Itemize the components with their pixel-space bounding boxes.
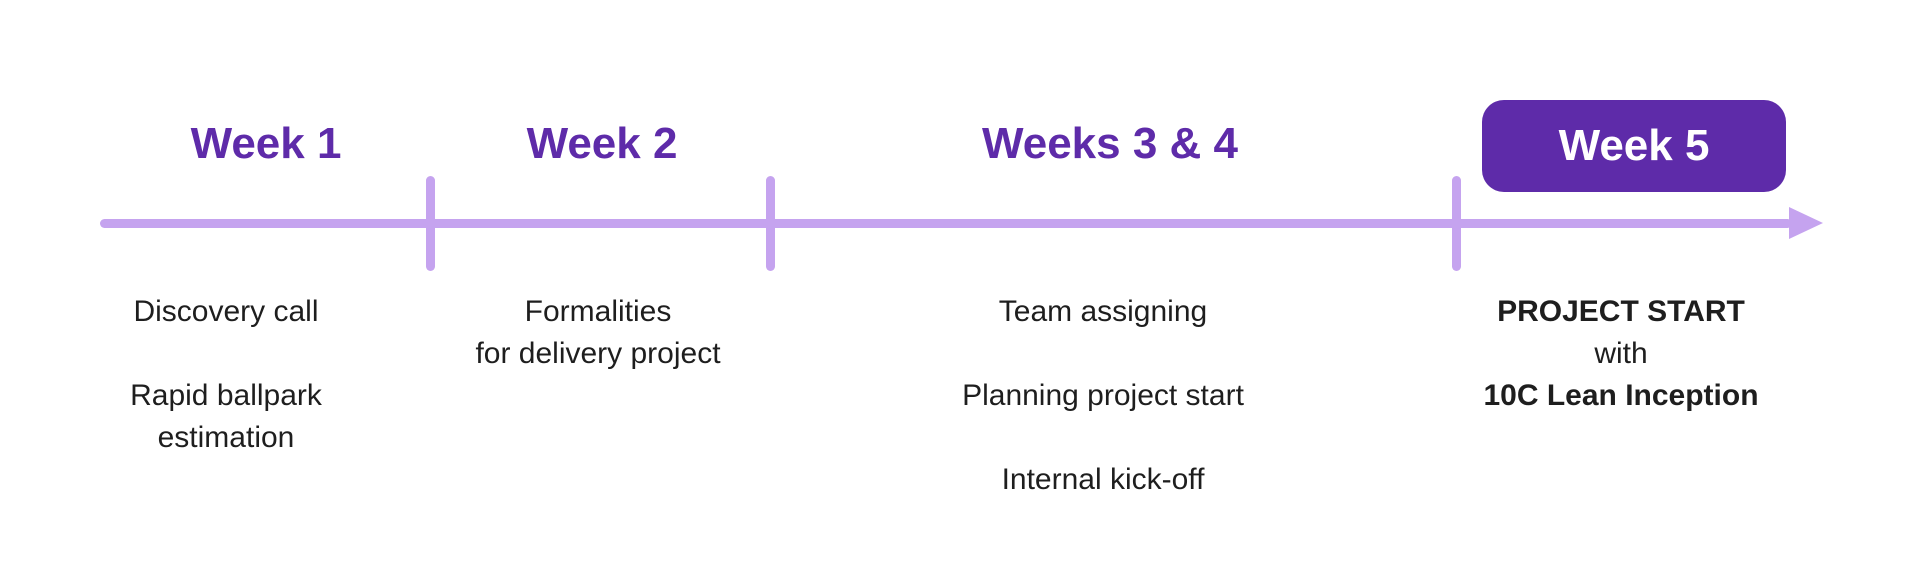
note-line: Internal kick-off — [1001, 463, 1205, 496]
note-line: PROJECT START — [1497, 295, 1745, 328]
note-formalities: Formalities for delivery project — [418, 291, 778, 375]
note-line: Formalities — [524, 295, 672, 328]
timeline-axis — [100, 219, 1792, 228]
note-discovery-call: Discovery call — [56, 291, 396, 333]
weeks-3-4-notes: Team assigning Planning project start In… — [873, 291, 1333, 501]
week-5-badge: Week 5 — [1482, 100, 1786, 192]
arrow-right-icon — [1789, 207, 1823, 239]
note-planning-project-start: Planning project start — [873, 375, 1333, 417]
note-10c-lean-inception: 10C Lean Inception — [1411, 375, 1831, 417]
note-line: 10C Lean Inception — [1483, 379, 1759, 412]
note-rapid-ballpark-estimation: Rapid ballpark estimation — [56, 375, 396, 459]
note-internal-kick-off: Internal kick-off — [873, 459, 1333, 501]
week-5-notes: PROJECT START with 10C Lean Inception — [1411, 291, 1831, 417]
timeline-tick-3 — [1452, 176, 1461, 271]
note-project-start: PROJECT START — [1411, 291, 1831, 333]
note-team-assigning: Team assigning — [873, 291, 1333, 333]
note-with: with — [1411, 333, 1831, 375]
note-line: Planning project start — [962, 379, 1244, 412]
note-line: Team assigning — [998, 295, 1208, 328]
timeline-tick-1 — [426, 176, 435, 271]
week-1-header: Week 1 — [190, 119, 342, 168]
note-line: Rapid ballpark — [130, 379, 322, 412]
week-2-header: Week 2 — [526, 119, 678, 168]
note-line: for delivery project — [475, 337, 721, 370]
timeline-tick-2 — [766, 176, 775, 271]
note-line: with — [1594, 337, 1648, 370]
week-2-notes: Formalities for delivery project — [418, 291, 778, 375]
weeks-3-4-header: Weeks 3 & 4 — [981, 119, 1239, 168]
note-line: Discovery call — [133, 295, 319, 328]
note-line: estimation — [157, 421, 295, 454]
week-1-notes: Discovery call Rapid ballpark estimation — [56, 291, 396, 459]
